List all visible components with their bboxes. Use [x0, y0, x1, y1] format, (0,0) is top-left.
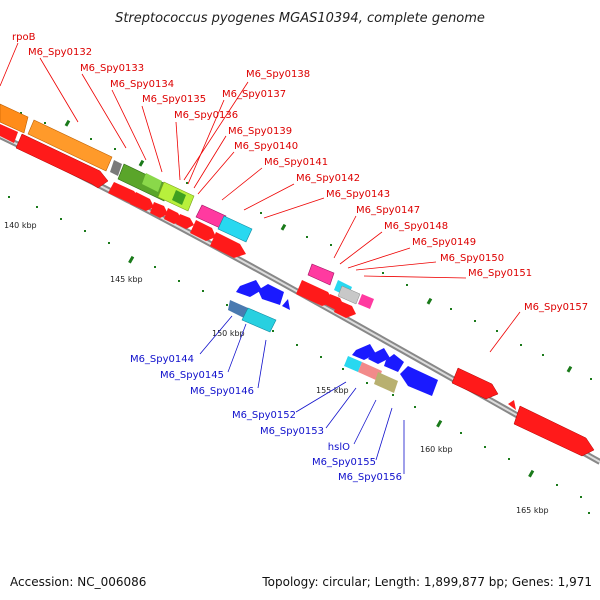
gene-label-rpoB[interactable]: rpoB — [12, 32, 36, 43]
gene-red-feature-small[interactable] — [508, 400, 516, 410]
gene-red-feature-4[interactable] — [130, 192, 154, 211]
gene-label-M6_Spy0132[interactable]: M6_Spy0132 — [28, 47, 92, 58]
gene-M6_Spy0146-feature[interactable] — [241, 307, 277, 333]
reverse-leader-lines — [199, 315, 405, 474]
map-title: Streptococcus pyogenes MGAS10394, comple… — [115, 11, 485, 26]
reverse-gene-labels: M6_Spy0144 M6_Spy0145 M6_Spy0146 M6_Spy0… — [130, 354, 402, 483]
gene-red-feature-right[interactable] — [513, 405, 595, 457]
gene-M6_Spy0132-feature[interactable] — [27, 119, 113, 172]
gene-label-M6_Spy0133[interactable]: M6_Spy0133 — [80, 63, 144, 74]
gene-hslO-feature[interactable] — [374, 372, 398, 393]
gene-label-M6_Spy0149[interactable]: M6_Spy0149 — [412, 237, 476, 248]
gene-label-M6_Spy0136[interactable]: M6_Spy0136 — [174, 110, 238, 121]
gene-M6_Spy0137-feature[interactable] — [172, 190, 186, 205]
gene-label-M6_Spy0153[interactable]: M6_Spy0153 — [260, 426, 324, 437]
gene-M6_Spy0144-feature[interactable] — [236, 280, 262, 297]
gene-label-M6_Spy0135[interactable]: M6_Spy0135 — [142, 94, 206, 105]
gene-red-feature-7[interactable] — [176, 214, 194, 229]
gene-label-M6_Spy0147[interactable]: M6_Spy0147 — [356, 205, 420, 216]
gene-M6_Spy0149-feature[interactable] — [337, 285, 361, 305]
scale-label-145kbp: 145 kbp — [110, 275, 143, 284]
scale-label-165kbp: 165 kbp — [516, 506, 549, 515]
gene-label-M6_Spy0155[interactable]: M6_Spy0155 — [312, 457, 376, 468]
gene-small-grey-feature[interactable] — [110, 160, 122, 176]
gene-red-feature-8[interactable] — [190, 220, 216, 241]
gene-label-hslO[interactable]: hslO — [328, 442, 350, 453]
gene-label-M6_Spy0148[interactable]: M6_Spy0148 — [384, 221, 448, 232]
forward-gene-labels: rpoB M6_Spy0132 M6_Spy0133 M6_Spy0134 M6… — [12, 32, 588, 313]
gene-label-M6_Spy0138[interactable]: M6_Spy0138 — [246, 69, 310, 80]
topology-text: Topology: circular; Length: 1,899,877 bp… — [261, 575, 592, 589]
scale-label-140kbp: 140 kbp — [4, 221, 37, 230]
gene-label-M6_Spy0134[interactable]: M6_Spy0134 — [110, 79, 174, 90]
gene-label-M6_Spy0143[interactable]: M6_Spy0143 — [326, 189, 390, 200]
accession-text: Accession: NC_006086 — [10, 575, 146, 589]
gene-rpoB-feature[interactable] — [0, 103, 29, 134]
gene-M6_Spy0145-feature[interactable] — [228, 300, 248, 318]
gene-M6_Spy0152-feature[interactable] — [344, 356, 362, 372]
gene-M6_Spy0143-feature[interactable] — [210, 232, 246, 258]
gene-red-feature-5[interactable] — [150, 202, 168, 218]
gene-label-M6_Spy0140[interactable]: M6_Spy0140 — [234, 141, 298, 152]
gene-M6_Spy0150-feature[interactable] — [358, 294, 374, 309]
gene-M6_Spy0135-feature[interactable] — [142, 173, 162, 192]
gene-label-M6_Spy0141[interactable]: M6_Spy0141 — [264, 157, 328, 168]
reverse-gene-features — [228, 280, 438, 396]
gene-label-M6_Spy0137[interactable]: M6_Spy0137 — [222, 89, 286, 100]
gene-label-M6_Spy0145[interactable]: M6_Spy0145 — [160, 370, 224, 381]
gene-M6_Spy0157-feature[interactable] — [451, 367, 499, 400]
gene-blue-feature-2[interactable] — [258, 284, 284, 305]
gene-blue-feature-4[interactable] — [352, 344, 376, 360]
gene-red-feature-3[interactable] — [108, 182, 140, 204]
gene-M6_Spy0153-feature[interactable] — [358, 362, 382, 381]
gene-M6_Spy0133-feature[interactable] — [15, 133, 109, 189]
gene-blue-feature-6[interactable] — [384, 354, 404, 372]
gene-label-M6_Spy0156[interactable]: M6_Spy0156 — [338, 472, 402, 483]
gene-blue-feature-7[interactable] — [400, 366, 438, 396]
gene-M6_Spy0142-feature[interactable] — [217, 215, 253, 243]
gene-label-M6_Spy0152[interactable]: M6_Spy0152 — [232, 410, 296, 421]
gene-red-feature-6[interactable] — [164, 208, 182, 224]
gene-blue-feature-5[interactable] — [368, 348, 390, 364]
genome-backbone — [0, 133, 600, 465]
gene-red-feature-10[interactable] — [296, 280, 334, 306]
gene-blue-feature-3[interactable] — [282, 299, 290, 310]
forward-gene-features — [0, 103, 595, 457]
forward-leader-lines — [0, 42, 521, 353]
gene-label-M6_Spy0150[interactable]: M6_Spy0150 — [440, 253, 504, 264]
gene-M6_Spy0147-feature[interactable] — [307, 263, 335, 286]
scale-label-160kbp: 160 kbp — [420, 445, 453, 454]
gene-label-M6_Spy0144[interactable]: M6_Spy0144 — [130, 354, 194, 365]
outer-tick-track — [20, 112, 592, 380]
gene-label-M6_Spy0142[interactable]: M6_Spy0142 — [296, 173, 360, 184]
gene-M6_Spy0151-feature[interactable] — [334, 300, 356, 318]
gene-label-M6_Spy0157[interactable]: M6_Spy0157 — [524, 302, 588, 313]
gene-label-M6_Spy0146[interactable]: M6_Spy0146 — [190, 386, 254, 397]
gene-label-M6_Spy0139[interactable]: M6_Spy0139 — [228, 126, 292, 137]
inner-tick-track — [8, 196, 590, 514]
gene-label-M6_Spy0151[interactable]: M6_Spy0151 — [468, 268, 532, 279]
gene-red-feature-1[interactable] — [0, 124, 18, 143]
scale-label-150kbp: 150 kbp — [212, 329, 245, 338]
